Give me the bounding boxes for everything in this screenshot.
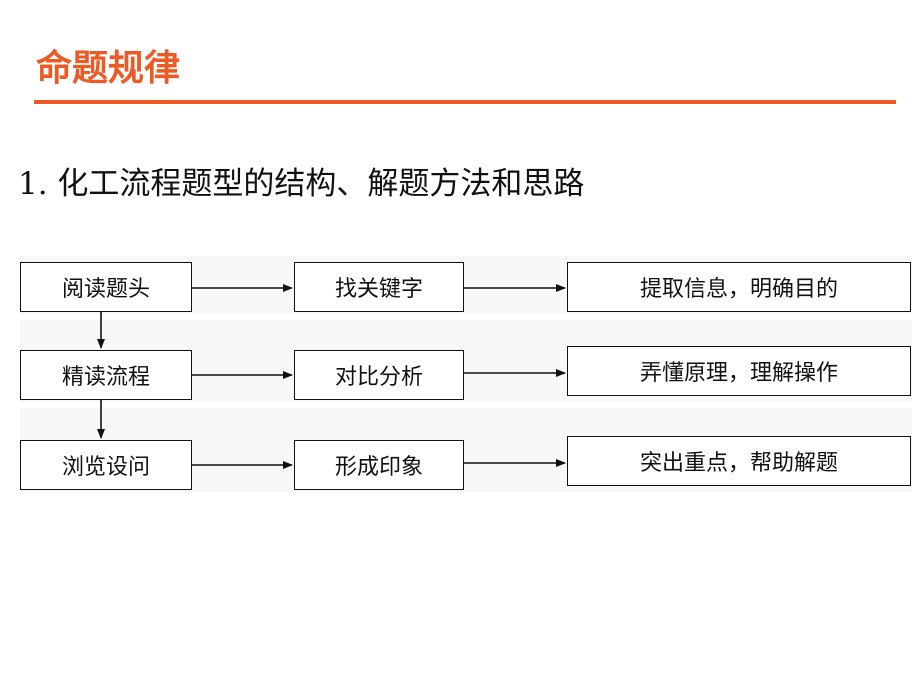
flow-action-box: 形成印象: [294, 440, 464, 490]
flow-step-box: 浏览设问: [20, 440, 192, 490]
panel-band: [20, 402, 912, 408]
flow-action-box: 找关键字: [294, 262, 464, 312]
flow-result-box: 弄懂原理，理解操作: [567, 346, 911, 396]
flow-result-box: 提取信息，明确目的: [567, 262, 911, 312]
page-title: 命题规律: [36, 48, 181, 89]
title-underline: [34, 100, 896, 104]
flow-step-box: 精读流程: [20, 350, 192, 400]
flow-action-box: 对比分析: [294, 350, 464, 400]
panel-band: [20, 314, 912, 320]
flow-result-box: 突出重点，帮助解题: [567, 436, 911, 486]
section-subtitle: 1. 化工流程题型的结构、解题方法和思路: [18, 166, 585, 202]
flow-step-box: 阅读题头: [20, 262, 192, 312]
